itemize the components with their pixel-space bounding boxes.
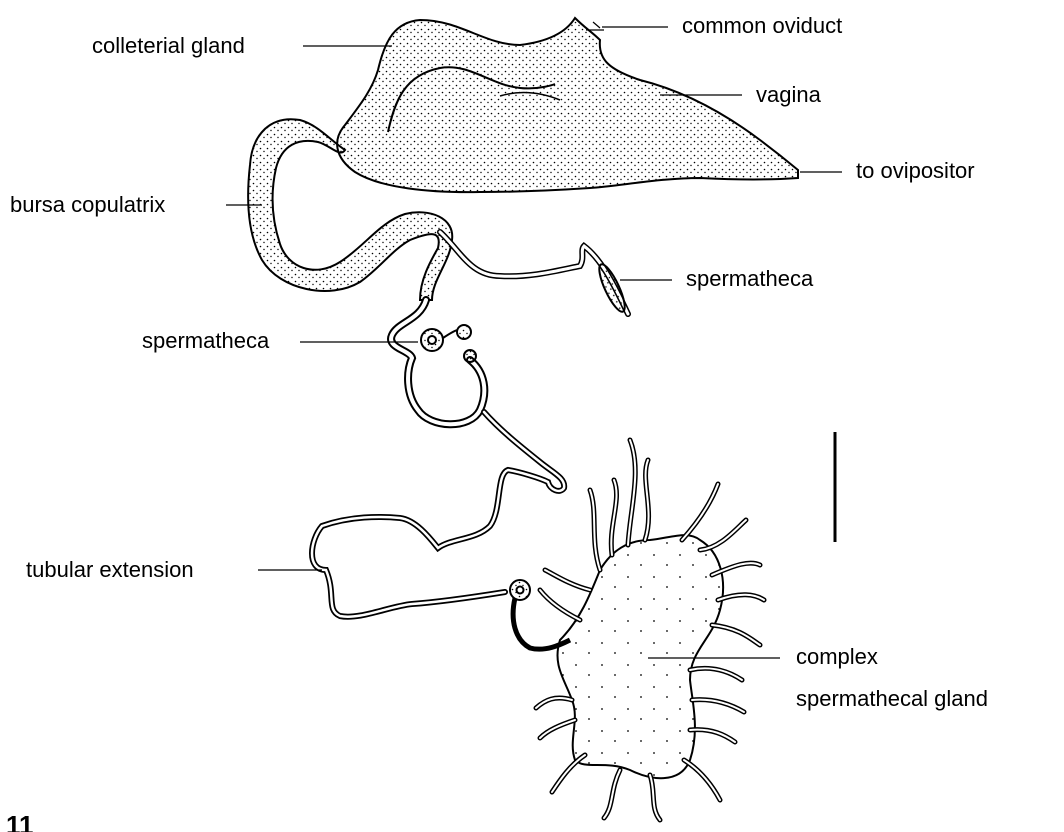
figure-number: 11: [6, 812, 34, 832]
complex-spermathecal-gland-body: [557, 535, 723, 778]
label-spermatheca-left: spermatheca: [142, 328, 269, 354]
label-tubular-extension: tubular extension: [26, 557, 194, 583]
label-spermatheca-right: spermatheca: [686, 266, 813, 292]
spermatheca-right-bulb: [595, 261, 630, 314]
label-bursa-copulatrix: bursa copulatrix: [10, 192, 165, 218]
vagina-body: [337, 18, 798, 192]
oviduct-opening: [586, 22, 604, 30]
label-common-oviduct: common oviduct: [682, 13, 842, 39]
label-to-ovipositor: to ovipositor: [856, 158, 975, 184]
label-complex-line2: spermathecal gland: [796, 686, 988, 712]
label-colleterial-gland: colleterial gland: [92, 33, 245, 59]
coiled-spermatheca: [421, 325, 476, 362]
label-complex-line1: complex: [796, 644, 878, 670]
label-vagina: vagina: [756, 82, 821, 108]
